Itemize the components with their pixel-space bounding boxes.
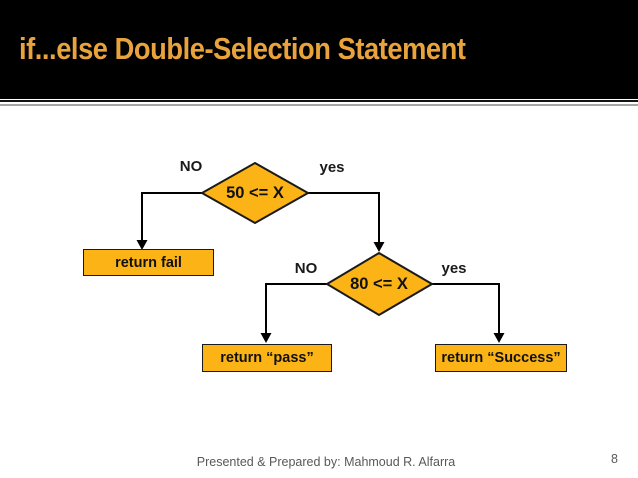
header-divider-dark	[0, 100, 638, 102]
footer-credit: Presented & Prepared by: Mahmoud R. Alfa…	[196, 455, 456, 469]
header-divider-gray	[0, 104, 638, 106]
slide-title: if...else Double-Selection Statement	[19, 31, 466, 66]
result-box-success: return “Success”	[435, 344, 567, 372]
result-box-pass: return “pass”	[202, 344, 332, 372]
decision2-diamond	[325, 251, 434, 317]
decision2-condition: 80 <= X	[350, 275, 408, 293]
decision2-yes-label: yes	[441, 260, 467, 277]
decision2-no-label: NO	[294, 260, 318, 277]
arrowhead-to-decision2	[373, 242, 385, 252]
slide-header: if...else Double-Selection Statement	[0, 0, 638, 99]
connector-decision2-no	[265, 283, 327, 333]
arrowhead-to-success	[493, 333, 505, 343]
decision1-diamond	[199, 161, 311, 225]
arrowhead-to-pass	[260, 333, 272, 343]
decision1-condition: 50 <= X	[226, 184, 284, 202]
connector-decision1-no	[141, 192, 202, 240]
decision1-no-label: NO	[179, 158, 203, 175]
decision1-yes-label: yes	[319, 159, 345, 176]
arrowhead-to-fail	[136, 240, 148, 250]
result-box-fail: return fail	[83, 249, 214, 276]
connector-decision1-yes	[308, 192, 380, 242]
page-number: 8	[611, 452, 618, 466]
connector-decision2-yes	[432, 283, 500, 333]
